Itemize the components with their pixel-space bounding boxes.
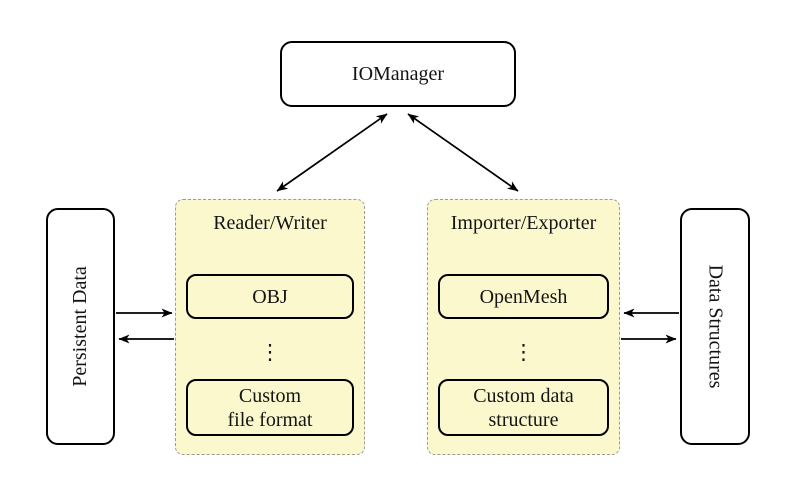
openmesh-label: OpenMesh	[479, 285, 568, 308]
group-importer-exporter: Importer/Exporter OpenMesh ⋮ Custom data…	[427, 199, 620, 455]
custom-data-structure-line2: structure	[488, 408, 559, 431]
node-openmesh: OpenMesh	[438, 274, 609, 319]
importer-exporter-ellipsis: ⋮	[513, 340, 534, 364]
node-custom-data-structure: Custom data structure	[438, 379, 609, 436]
arrow-iomanager-reader-writer	[276, 113, 388, 192]
node-persistent-data: Persistent Data	[46, 208, 115, 445]
data-structures-label: Data Structures	[704, 264, 727, 389]
obj-label: OBJ	[252, 285, 288, 308]
importer-exporter-title: Importer/Exporter	[450, 212, 597, 234]
group-reader-writer: Reader/Writer OBJ ⋮ Custom file format	[175, 199, 365, 455]
persistent-data-label: Persistent Data	[69, 266, 91, 387]
custom-file-format-line1: Custom	[238, 384, 302, 407]
custom-data-structure-line1: Custom data	[473, 384, 574, 407]
node-iomanager: IOManager	[280, 41, 516, 107]
arrow-iomanager-importer-exporter	[407, 113, 519, 192]
node-custom-file-format: Custom file format	[186, 379, 354, 436]
node-obj: OBJ	[186, 274, 354, 319]
reader-writer-title: Reader/Writer	[213, 212, 327, 234]
custom-file-format-line2: file format	[227, 408, 313, 431]
reader-writer-ellipsis: ⋮	[259, 340, 281, 364]
node-data-structures: Data Structures	[680, 208, 750, 445]
iomanager-label: IOManager	[351, 62, 445, 85]
